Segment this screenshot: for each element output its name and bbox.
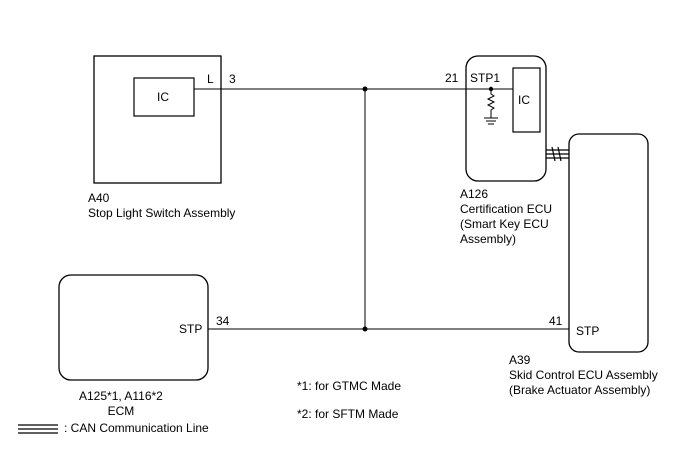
junction-dot-top	[362, 86, 368, 92]
footnote-1: *1: for GTMC Made	[297, 379, 402, 393]
stop-light-switch-ic-label: IC	[157, 90, 169, 104]
footnotes: *1: for GTMC Made *2: for SFTM Made	[297, 372, 401, 428]
stop-light-switch-box	[93, 55, 222, 184]
resistor-symbol	[486, 89, 496, 118]
skid-control-ecu-id: A39	[509, 353, 531, 367]
skid-control-ecu-box	[568, 133, 649, 353]
certification-ecu-label: A126 Certification ECU (Smart Key ECU As…	[460, 187, 552, 247]
ecm-name: ECM	[107, 404, 135, 418]
certification-ecu-ic-label: IC	[518, 93, 530, 107]
stop-light-switch-label: A40 Stop Light Switch Assembly	[88, 191, 235, 221]
footnote-2: *2: for SFTM Made	[297, 407, 399, 421]
stop-light-switch-name: Stop Light Switch Assembly	[88, 206, 236, 220]
ecm-label: A125*1, A116*2 ECM	[79, 389, 163, 419]
ecm-id: A125*1, A116*2	[79, 389, 163, 403]
certification-ecu-name-3: Assembly)	[460, 232, 517, 246]
can-legend-label: : CAN Communication Line	[64, 421, 209, 435]
stop-light-switch-pin-number: 3	[229, 72, 236, 86]
ecm-pin-name: STP	[179, 322, 202, 336]
certification-ecu-id: A126	[460, 187, 489, 201]
stop-light-switch-id: A40	[88, 191, 110, 205]
can-break-1	[551, 146, 556, 162]
ecm-box	[58, 274, 209, 381]
junction-dot-bottom	[362, 326, 368, 332]
certification-ecu-name-1: Certification ECU	[460, 202, 553, 216]
certification-ecu-pin-name: STP1	[470, 71, 500, 85]
certification-ecu-ic-block	[512, 67, 541, 133]
certification-ecu-box	[465, 55, 547, 182]
skid-control-ecu-pin-name: STP	[576, 324, 599, 338]
skid-control-ecu-name-2: (Brake Actuator Assembly)	[509, 383, 651, 397]
skid-control-ecu-pin-number: 41	[549, 314, 563, 328]
ecm-pin-number: 34	[216, 314, 230, 328]
skid-control-ecu-label: A39 Skid Control ECU Assembly (Brake Act…	[509, 353, 658, 398]
skid-control-ecu-name-1: Skid Control ECU Assembly	[509, 368, 658, 382]
certification-ecu-name-2: (Smart Key ECU	[460, 217, 549, 231]
stop-light-switch-ic-block	[133, 77, 195, 117]
can-break-2	[557, 146, 562, 162]
stop-light-switch-pin-name: L	[207, 72, 214, 86]
certification-ecu-pin-number: 21	[445, 71, 459, 85]
